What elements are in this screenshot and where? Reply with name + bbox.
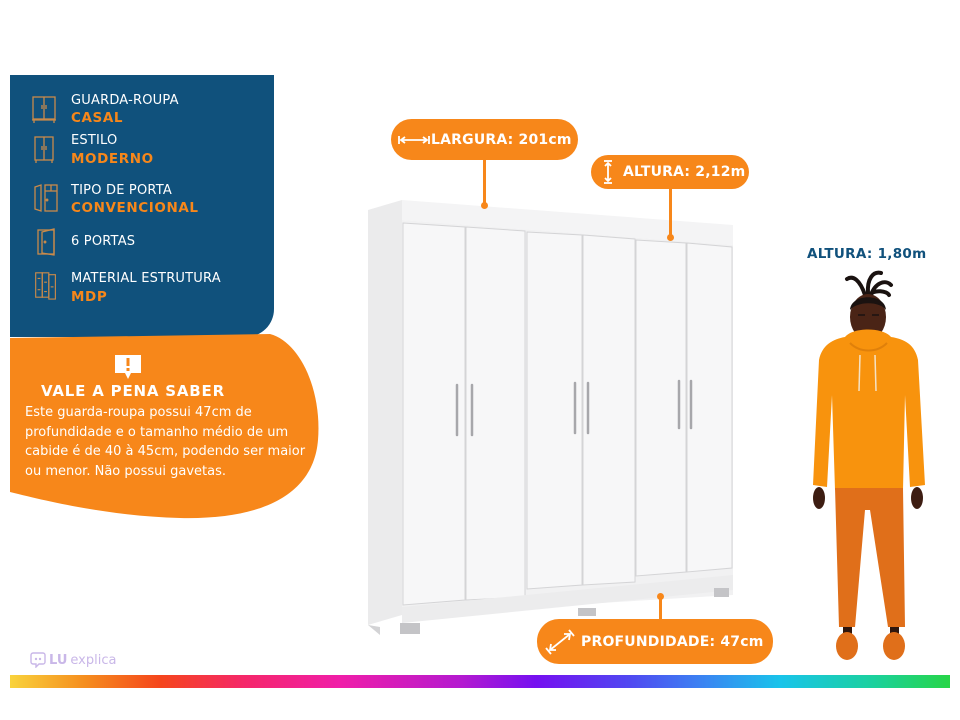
quote-bubble-icon [30,652,46,668]
depth-leader-line [659,596,662,620]
spec-value: MODERNO [71,151,154,167]
wardrobe-style-icon [34,136,54,163]
spec-value: CASAL [71,110,124,126]
height-leader-line [669,189,672,237]
width-leader-line [483,160,486,204]
spec-value: MDP [71,289,108,305]
height-pill: ALTURA: 2,12m [591,155,749,189]
person-illustration [813,270,925,660]
logo-lu: LU [49,652,68,668]
width-leader-dot [481,202,488,209]
tip-title: VALE A PENA SABER [41,382,225,400]
material-panels-icon [35,272,56,300]
depth-pill: PROFUNDIDADE: 47cm [537,619,773,664]
width-pill: LARGURA: 201cm [391,119,578,160]
tip-body: Este guarda-roupa possui 47cm de profund… [25,405,306,479]
wardrobe-double-icon [32,96,56,123]
wardrobe-illustration [368,200,733,635]
logo-text: explica [70,652,117,668]
alert-speech-icon [115,355,141,379]
width-arrow-icon [398,135,430,144]
depth-leader-dot [657,593,664,600]
open-door-icon [37,228,55,256]
brand-logo: LU explica [30,652,116,668]
person-height-label: ALTURA: 1,80m [807,246,927,262]
height-arrow-icon [604,160,612,184]
spec-label: MATERIAL ESTRUTURA [71,271,221,286]
height-label: ALTURA: 2,12m [623,164,746,180]
spec-label: ESTILO [71,133,118,148]
door-type-icon [34,184,58,212]
tip-background [10,334,319,519]
spec-value: CONVENCIONAL [71,200,199,216]
depth-arrow-icon [545,628,575,655]
rainbow-bar [10,675,950,688]
spec-label: GUARDA-ROUPA [71,93,179,108]
spec-label: 6 PORTAS [71,234,136,249]
width-label: LARGURA: 201cm [431,131,572,148]
height-leader-dot [667,234,674,241]
depth-label: PROFUNDIDADE: 47cm [581,633,764,650]
spec-label: TIPO DE PORTA [71,183,172,198]
